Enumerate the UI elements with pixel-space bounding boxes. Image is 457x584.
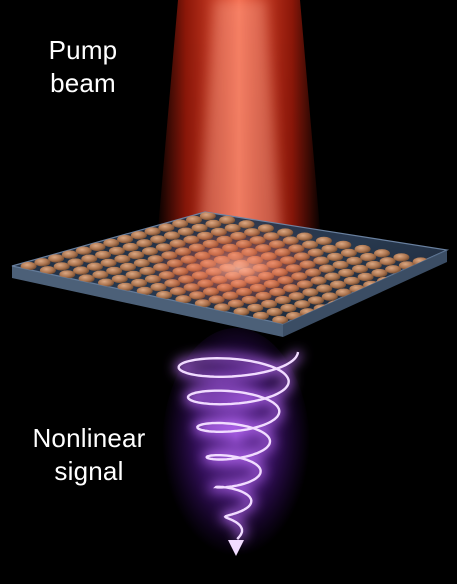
nanoparticle [332,260,349,270]
nanoparticle [330,280,346,289]
nanoparticle [191,223,208,233]
nanoparticle [321,244,338,254]
nanoparticle [379,257,396,266]
nanoparticle [346,256,363,266]
nanoparticle [308,296,324,305]
nonlinear-signal-label: Nonlinear signal [14,422,164,488]
nanoparticle [158,223,175,232]
nanoparticle [335,240,352,250]
nanoparticle [315,236,332,246]
nanoparticle [48,254,65,263]
pump-label-line1: Pump [48,35,118,65]
nanoparticle [100,258,117,268]
nanoparticle [385,265,402,274]
spiral-line [177,351,300,540]
nanoparticle [122,242,139,252]
nanoparticle [316,284,333,293]
nanoparticle [61,250,78,259]
nanoparticle [20,261,37,271]
nanoparticle [233,307,250,316]
nanoparticle [130,231,147,240]
nanoparticle [117,282,134,292]
nanoparticle [150,235,167,244]
nanoparticle [34,258,51,267]
arrow-head-icon [228,540,244,556]
nanoparticle [128,250,145,260]
nanoparticle [354,244,371,254]
nanoparticle [67,258,84,267]
nanoparticle [177,227,194,236]
nanoparticle [59,270,76,279]
nanoparticle [78,274,95,283]
nanoparticle [106,266,123,276]
nanoparticle [451,266,457,274]
nanoparticle [266,307,283,317]
nanoparticle [186,215,202,225]
nanoparticle [357,272,374,282]
nanoparticle [365,260,382,270]
nanoparticle [98,278,114,287]
nanoparticle [75,246,92,255]
nanoparticle [437,269,447,278]
nanoparticle [103,238,120,248]
nanoparticle [360,252,377,262]
nanoparticle [321,292,338,301]
nanoparticle [92,270,109,279]
nanoparticle [136,286,153,296]
pump-beam [156,0,322,252]
nanoparticle [272,315,289,324]
nonlinear-signal [162,328,310,568]
pump-beam-label: Pump beam [28,34,138,100]
nanoparticle [133,258,150,268]
nanoparticle [81,254,98,263]
pump-spot [146,228,330,308]
nanoparticle [340,248,357,258]
nanoparticle [111,274,128,284]
nanoparticle [335,288,352,297]
nanoparticle [39,266,56,275]
nanoparticle [338,268,355,278]
pump-label-line2: beam [50,68,116,98]
nanoparticle [117,234,134,244]
nanoparticle [95,250,112,260]
metasurface [11,211,457,337]
nanoparticle [114,254,131,264]
nanoparticle [393,253,410,262]
nanoparticle [238,220,255,229]
nanoparticle [327,252,344,262]
signal-label-line1: Nonlinear [32,423,146,453]
nanoparticle [352,264,368,274]
nanoparticle [423,273,440,282]
nanoparticle [280,303,297,313]
nanoparticle [144,227,161,236]
nanoparticle [136,239,153,248]
nanoparticle [371,268,388,278]
nanoparticle [86,262,103,271]
nanoparticle [125,270,142,280]
nanoparticle [108,246,125,256]
nanoparticle [53,262,70,271]
nanoparticle [131,278,148,288]
nanoparticle [164,231,180,240]
nanoparticle [199,212,216,221]
nanoparticle [343,276,360,286]
nanoparticle [219,215,236,225]
nanoparticle [89,242,106,252]
nanoparticle [172,219,189,228]
nanoparticle [374,249,390,258]
nanoparticle [120,262,136,272]
nanoparticle [410,277,427,286]
signal-label-line2: signal [54,456,124,486]
nanoparticle [73,266,90,275]
nanoparticle [294,300,311,309]
nanoparticle [252,311,269,321]
nanoparticle [205,219,222,229]
